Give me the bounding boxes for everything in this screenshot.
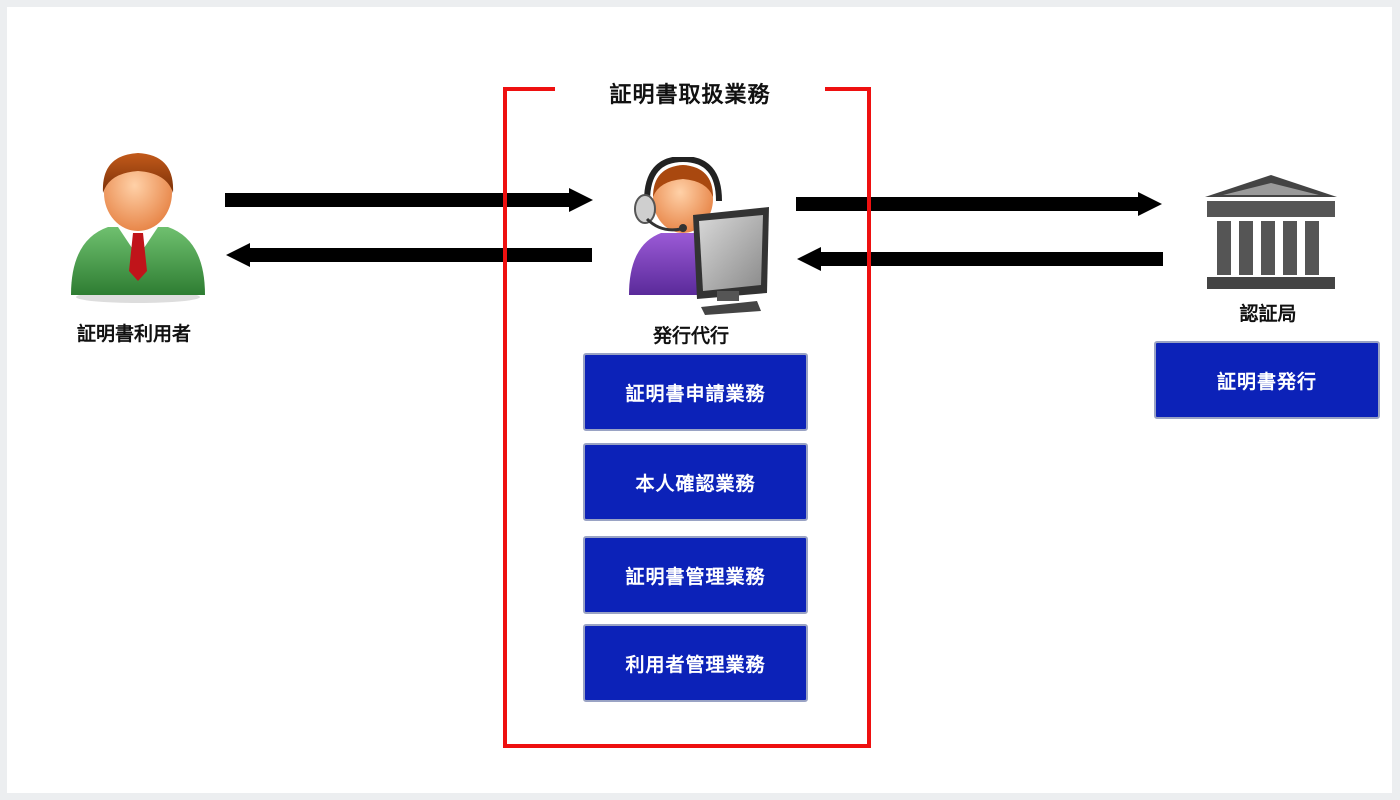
arrows-layer [225,188,1163,271]
diagram-canvas: 証明書取扱業務 [7,7,1392,793]
actor-label-user: 証明書利用者 [76,323,191,345]
task-user-management: 利用者管理業務 [583,624,808,702]
business-person-icon [63,145,213,305]
government-building-icon [1201,173,1341,293]
arrow-user-to-agent [225,188,593,212]
operator-headset-computer-icon [621,157,771,317]
task-certificate-application: 証明書申請業務 [583,353,808,431]
task-certificate-issuance: 証明書発行 [1154,341,1380,419]
actor-label-agent: 発行代行 [652,325,729,347]
arrow-agent-to-ca [796,192,1162,216]
arrow-ca-to-agent [797,247,1163,271]
task-certificate-management: 証明書管理業務 [583,536,808,614]
group-title: 証明書取扱業務 [555,73,825,113]
task-identity-verification: 本人確認業務 [583,443,808,521]
arrow-agent-to-user [226,243,592,267]
actor-label-ca: 認証局 [1239,303,1297,325]
